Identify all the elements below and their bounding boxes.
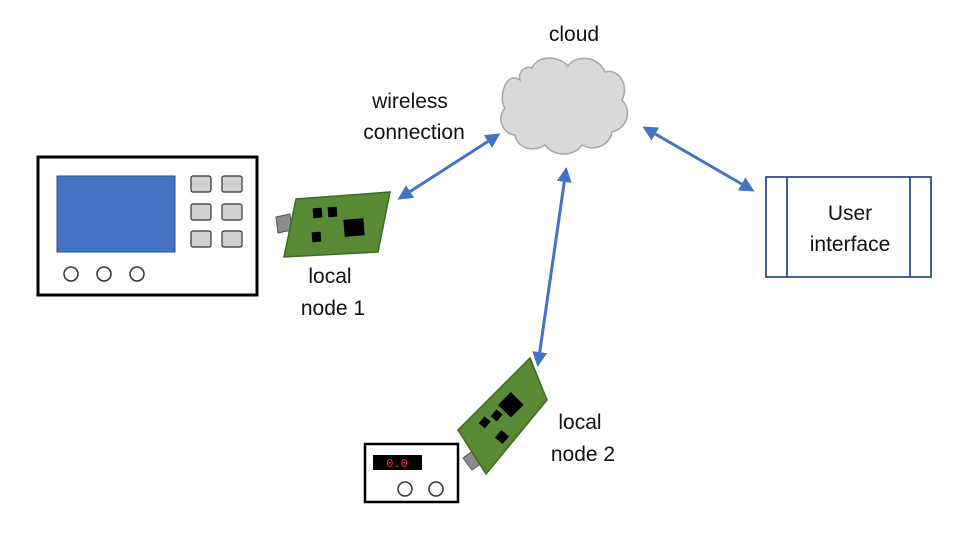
arrow-cloud-ui [642, 126, 755, 192]
scope-knobs [63, 266, 145, 282]
meter-display [373, 455, 422, 470]
scope-screen [56, 175, 176, 253]
wireless-label-line1: wireless [371, 90, 448, 113]
meter-device: 0.0 [363, 442, 460, 504]
meter-knob-right [428, 481, 444, 497]
node2-label-line1: local [558, 411, 601, 434]
scope-buttons [190, 175, 243, 248]
cloud-label: cloud [549, 23, 599, 46]
wireless-label-line2: connection [363, 121, 465, 144]
meter-knob-left [397, 481, 413, 497]
ui-label-line2: interface [810, 233, 891, 256]
user-interface-box [765, 176, 932, 278]
ui-label-line1: User [828, 202, 872, 225]
arrow-node1-cloud [397, 133, 501, 200]
meter-readout: 0.0 [386, 457, 408, 471]
node1-label-line1: local [308, 265, 351, 288]
node2-board [457, 356, 548, 476]
node1-label-line2: node 1 [301, 297, 365, 320]
node2-label-line2: node 2 [551, 443, 615, 466]
cloud-shape [500, 57, 629, 155]
oscilloscope [36, 155, 259, 297]
arrow-cloud-node2 [532, 167, 572, 367]
node1-board [275, 191, 391, 258]
